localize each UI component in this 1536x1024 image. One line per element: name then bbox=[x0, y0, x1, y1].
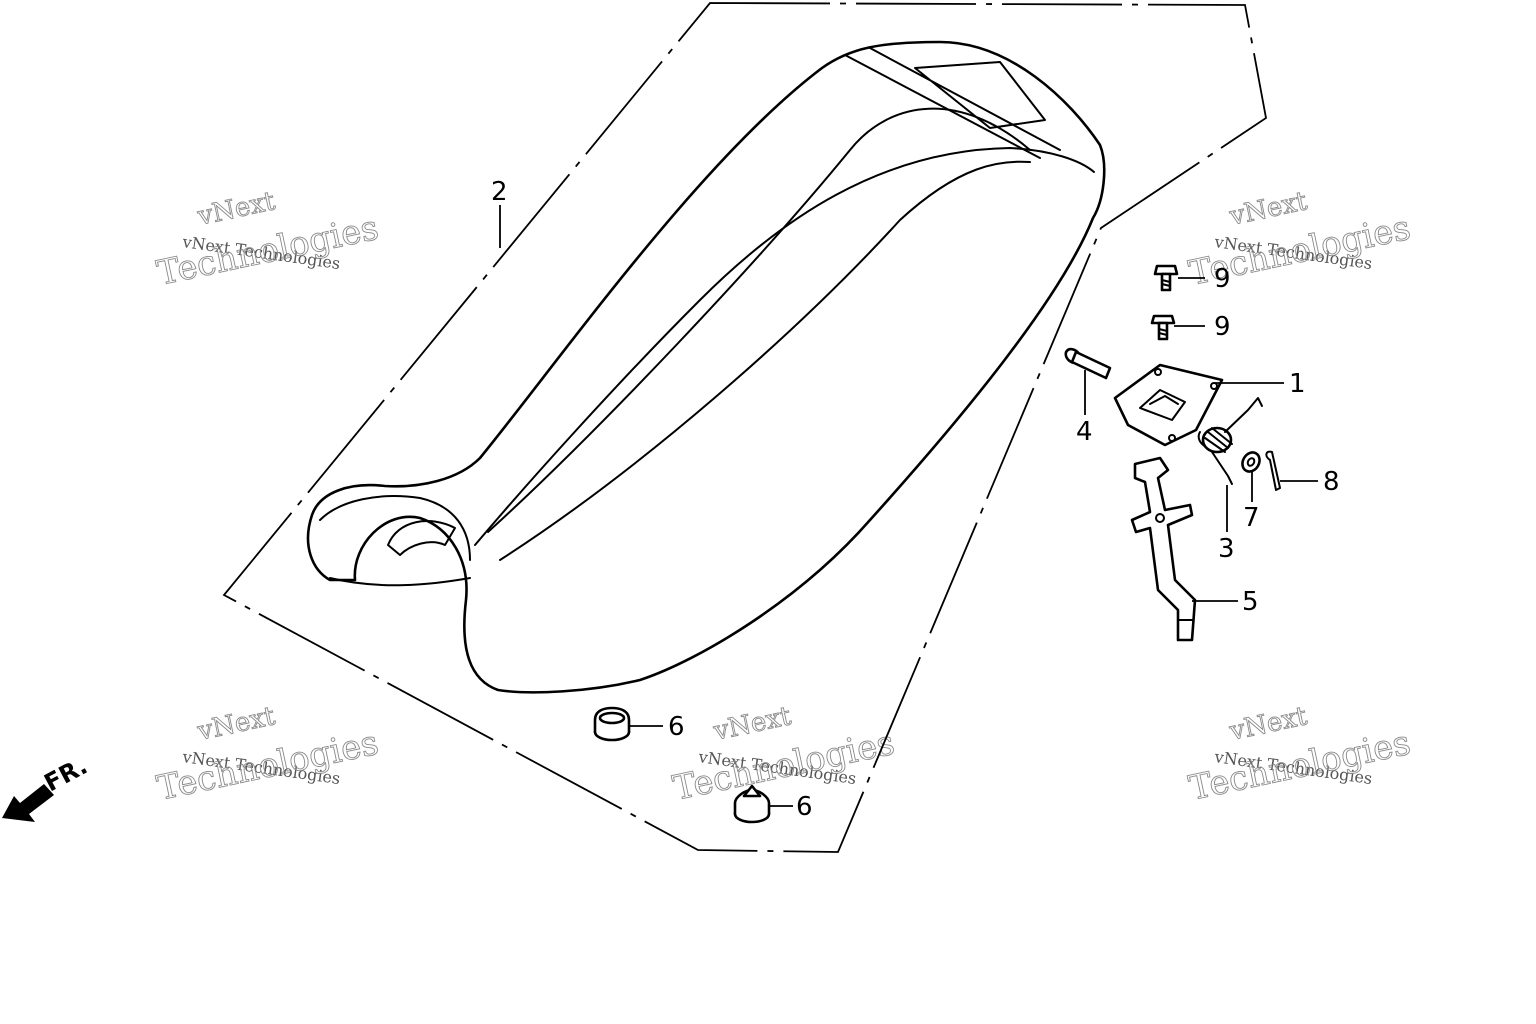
callout-6-lower: 6 bbox=[796, 792, 813, 822]
callout-9-lower: 9 bbox=[1214, 312, 1231, 342]
callout-6-upper: 6 bbox=[668, 712, 685, 742]
watermark-big: Technologies bbox=[154, 723, 382, 809]
watermark-big: Technologies bbox=[1186, 723, 1414, 809]
bolt-part-9-upper bbox=[1153, 264, 1179, 292]
washer-part-7 bbox=[1241, 451, 1261, 473]
seat-underside-line bbox=[329, 577, 471, 587]
watermark-brand: vNext bbox=[1226, 186, 1310, 232]
watermark-4: vNext vNext Technologies Technologies bbox=[153, 701, 382, 810]
watermark-brand: vNext bbox=[1226, 701, 1310, 747]
watermark-brand: vNext bbox=[194, 701, 278, 747]
seat-top-inner-line-2 bbox=[499, 160, 1031, 561]
callout-5: 5 bbox=[1242, 587, 1259, 617]
callout-labels: 2 9 9 1 4 8 7 3 5 6 6 bbox=[491, 177, 1340, 822]
watermark-big: Technologies bbox=[154, 208, 382, 294]
watermark-brand: vNext bbox=[710, 701, 794, 747]
watermark-big: Technologies bbox=[670, 723, 898, 809]
watermark-brand: vNext bbox=[194, 186, 278, 232]
watermark-1: vNext vNext Technologies Technologies bbox=[153, 186, 382, 295]
latch-plate-part-1 bbox=[1113, 363, 1224, 447]
leader-lines bbox=[499, 205, 1318, 807]
callout-7: 7 bbox=[1243, 503, 1260, 533]
callout-3: 3 bbox=[1218, 534, 1235, 564]
cushion-part-6-lower bbox=[733, 784, 771, 824]
seat-front-pocket bbox=[387, 520, 456, 556]
spring-part-3 bbox=[1197, 397, 1263, 485]
front-direction-marker: FR. bbox=[2, 752, 92, 822]
callout-2: 2 bbox=[491, 177, 508, 207]
seat-front-lip bbox=[319, 495, 471, 561]
callout-4: 4 bbox=[1076, 417, 1093, 447]
front-arrow-icon bbox=[2, 784, 54, 822]
pin-part-4 bbox=[1064, 347, 1112, 380]
callout-9-upper: 9 bbox=[1214, 264, 1231, 294]
seat-assembly bbox=[306, 40, 1106, 694]
seat-rear-strap bbox=[844, 47, 1061, 159]
cotter-pin-part-8 bbox=[1265, 450, 1281, 491]
callout-1: 1 bbox=[1289, 369, 1306, 399]
assembly-boundary bbox=[222, 2, 1267, 853]
cushion-part-6-upper bbox=[593, 706, 631, 742]
lever-part-5 bbox=[1130, 456, 1197, 642]
callout-8: 8 bbox=[1323, 467, 1340, 497]
watermark-6: vNext vNext Technologies Technologies bbox=[1185, 701, 1414, 810]
bolt-part-9-lower bbox=[1150, 314, 1176, 341]
seat-body bbox=[306, 40, 1106, 694]
